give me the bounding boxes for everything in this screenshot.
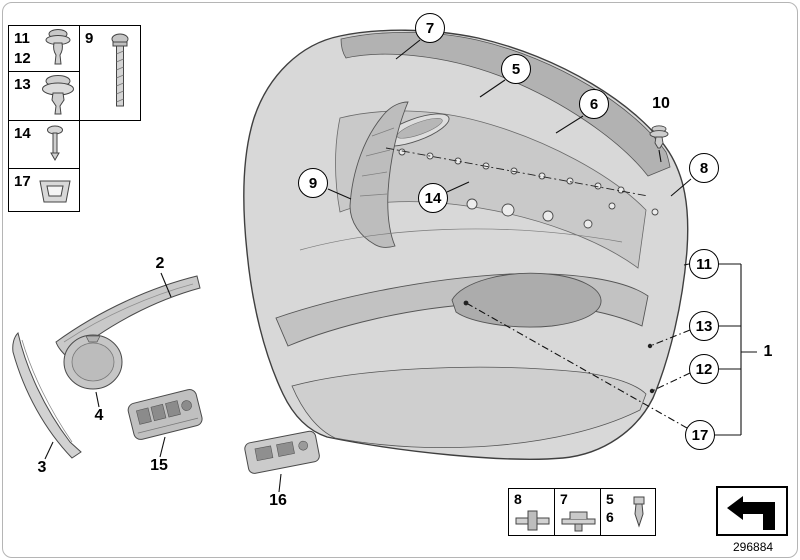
footer-box-5-6[interactable]: 5 6 bbox=[600, 488, 656, 536]
callout-number: 9 bbox=[308, 174, 318, 192]
legend-label-13: 13 bbox=[14, 76, 31, 93]
callout-balloon-14[interactable]: 14 bbox=[418, 183, 448, 213]
footer-label-5: 5 bbox=[606, 491, 614, 507]
push-clip-icon bbox=[45, 29, 71, 65]
door-trim-panel[interactable] bbox=[243, 29, 689, 460]
callout-number: 13 bbox=[695, 317, 713, 335]
callout-balloon-8[interactable]: 8 bbox=[689, 153, 719, 183]
footer-direction-box[interactable] bbox=[716, 486, 788, 536]
expanding-rivet-icon bbox=[633, 496, 645, 528]
clip-side-icon bbox=[515, 510, 550, 531]
callout-number: 14 bbox=[424, 189, 442, 207]
callout-number: 11 bbox=[696, 255, 712, 273]
callout-number: 5 bbox=[511, 60, 521, 78]
callout-balloon-13[interactable]: 13 bbox=[689, 311, 719, 341]
callout-number: 6 bbox=[589, 95, 599, 113]
part-label-4[interactable]: 4 bbox=[94, 407, 104, 424]
diagram-number: 296884 bbox=[733, 540, 774, 554]
legend-cell-17[interactable]: 17 bbox=[8, 168, 80, 212]
callout-number: 17 bbox=[691, 426, 709, 444]
footer-label-8: 8 bbox=[514, 491, 522, 507]
callout-balloon-6[interactable]: 6 bbox=[579, 89, 609, 119]
callout-balloon-9[interactable]: 9 bbox=[298, 168, 328, 198]
speaker-cover-part-4[interactable] bbox=[63, 334, 123, 390]
legend-label-17: 17 bbox=[14, 173, 31, 190]
rivet-pin-icon bbox=[47, 125, 63, 162]
legend-cell-9[interactable]: 9 bbox=[79, 25, 141, 121]
callout-balloon-11[interactable]: 11 bbox=[689, 249, 719, 279]
part-label-15[interactable]: 15 bbox=[150, 457, 168, 474]
callout-number: 12 bbox=[695, 360, 713, 378]
switch-panel-part-15[interactable] bbox=[127, 388, 204, 441]
footer-label-6: 6 bbox=[606, 508, 614, 525]
leader-lines bbox=[44, 39, 692, 493]
screw-icon bbox=[111, 33, 129, 107]
legend-cell-11-12[interactable]: 11 12 bbox=[8, 25, 80, 72]
callout-balloon-12[interactable]: 12 bbox=[689, 354, 719, 384]
legend-label-12: 12 bbox=[14, 49, 31, 67]
legend-label-9: 9 bbox=[85, 30, 94, 47]
switch-panel-part-16[interactable] bbox=[244, 430, 321, 474]
square-clip-icon bbox=[39, 180, 71, 203]
legend-cell-13[interactable]: 13 bbox=[8, 71, 80, 121]
legend-cell-14[interactable]: 14 bbox=[8, 120, 80, 169]
part-label-1[interactable]: 1 bbox=[763, 343, 773, 360]
sill-trim-part-3[interactable] bbox=[12, 332, 82, 459]
callout-balloon-5[interactable]: 5 bbox=[501, 54, 531, 84]
clip-icon-10 bbox=[649, 125, 669, 149]
part-label-2[interactable]: 2 bbox=[155, 255, 165, 272]
footer-box-7[interactable]: 7 bbox=[554, 488, 601, 536]
part-label-10[interactable]: 10 bbox=[652, 95, 670, 112]
part-label-3[interactable]: 3 bbox=[37, 459, 47, 476]
callout-balloon-7[interactable]: 7 bbox=[415, 13, 445, 43]
callout-bracket-1 bbox=[715, 263, 757, 436]
callout-number: 8 bbox=[699, 159, 709, 177]
legend-label-14: 14 bbox=[14, 125, 31, 142]
legend-label-11: 11 bbox=[14, 30, 30, 47]
direction-arrow-icon bbox=[727, 496, 775, 530]
part-label-16[interactable]: 16 bbox=[269, 492, 287, 509]
callout-number: 7 bbox=[425, 19, 435, 37]
callout-balloon-17[interactable]: 17 bbox=[685, 420, 715, 450]
clip-side-icon bbox=[561, 511, 596, 532]
footer-label-7: 7 bbox=[560, 491, 568, 507]
footer-box-8[interactable]: 8 bbox=[508, 488, 555, 536]
grommet-clip-icon bbox=[42, 75, 74, 115]
